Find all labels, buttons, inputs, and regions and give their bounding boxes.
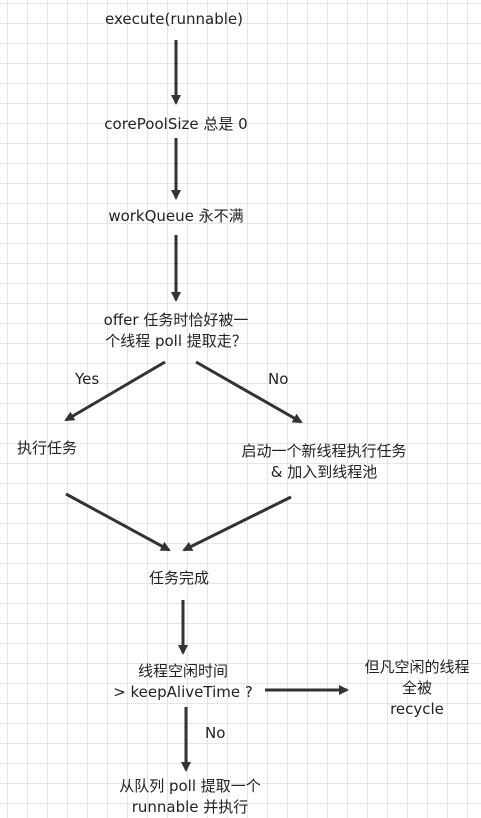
node-task-done: 任务完成: [149, 568, 209, 589]
node-recycle-line-3: recycle: [390, 700, 444, 718]
node-poll-queue-line-2: runnable 并执行: [131, 798, 249, 816]
node-run-task-line-1: 执行任务: [16, 439, 78, 457]
node-new-thread-line-1: 启动一个新线程执行任务: [241, 442, 407, 460]
node-offer-decision: offer 任务时恰好被一 个线程 poll 提取走？: [104, 310, 249, 352]
node-task-done-line-1: 任务完成: [148, 569, 210, 587]
node-recycle-line-2: 全被: [401, 679, 433, 697]
arrow-run-task-to-task-done: [65, 492, 171, 552]
node-offer-decision-line-1: offer 任务时恰好被一: [103, 311, 249, 329]
node-poll-queue-line-1: 从队列 poll 提取一个: [119, 777, 261, 795]
arrow-new-thread-to-task-done: [182, 495, 292, 552]
node-new-thread-line-2: & 加入到线程池: [270, 463, 378, 481]
node-recycle-line-1: 但凡空闲的线程: [364, 658, 470, 676]
arrow-offer-to-run-task: [64, 360, 166, 422]
edge-label-yes: Yes: [75, 370, 100, 388]
node-idle-time-decision: 线程空闲时间 > keepAliveTime ?: [113, 661, 253, 703]
node-poll-queue: 从队列 poll 提取一个 runnable 并执行: [119, 776, 261, 818]
node-recycle: 但凡空闲的线程 全被 recycle: [364, 657, 469, 720]
node-idle-time-decision-line-2: > keepAliveTime ?: [113, 683, 253, 701]
node-idle-time-decision-line-1: 线程空闲时间: [137, 662, 229, 680]
node-core-pool-size: corePoolSize 总是 0: [104, 114, 247, 135]
edge-label-no-thread: No: [268, 370, 289, 388]
node-work-queue-line-1: workQueue 永不满: [108, 207, 244, 225]
node-offer-decision-line-2: 个线程 poll 提取走？: [105, 332, 247, 350]
node-execute: execute(runnable): [105, 9, 243, 30]
node-run-task: 执行任务: [17, 438, 77, 459]
node-execute-line-1: execute(runnable): [105, 10, 243, 28]
node-core-pool-size-line-1: corePoolSize 总是 0: [104, 115, 248, 133]
node-new-thread: 启动一个新线程执行任务 & 加入到线程池: [241, 441, 406, 483]
arrow-offer-to-new-thread: [195, 360, 303, 424]
edge-label-no-idle: No: [205, 724, 226, 742]
node-work-queue: workQueue 永不满: [108, 206, 243, 227]
